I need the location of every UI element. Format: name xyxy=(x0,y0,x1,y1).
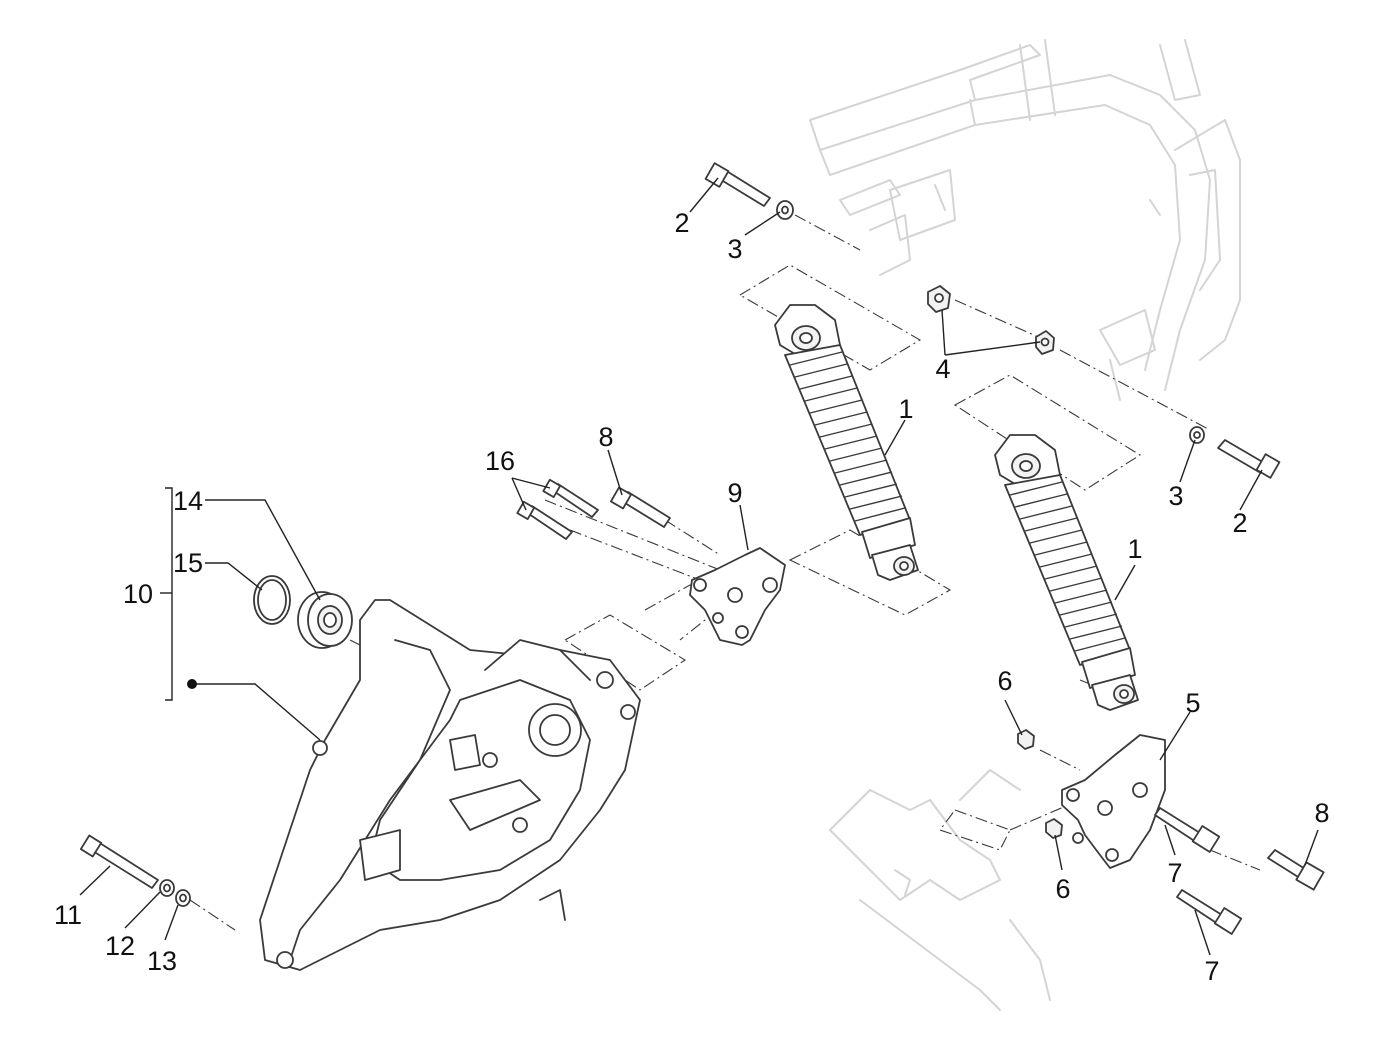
shock-absorber-right xyxy=(994,434,1139,711)
bolt-2-upper xyxy=(704,162,771,207)
callout-9: 9 xyxy=(727,478,742,508)
bolt-7-upper xyxy=(1154,807,1221,853)
bolt-16-lower xyxy=(516,500,573,540)
leader-lines xyxy=(79,177,1319,956)
callout-2-lower: 2 xyxy=(1232,508,1247,538)
nut-4-left xyxy=(927,285,951,313)
ghost-lower-frame xyxy=(829,769,1051,1011)
callout-3-lower: 3 xyxy=(1168,481,1183,511)
callout-8-left: 8 xyxy=(598,422,613,452)
washer-13 xyxy=(175,889,191,907)
callout-6-upper: 6 xyxy=(997,666,1012,696)
callouts: 1 1 2 2 3 3 4 5 6 6 7 7 8 8 9 10 11 12 1… xyxy=(54,208,1330,986)
nut-4-right xyxy=(1035,330,1055,355)
callout-8-right: 8 xyxy=(1314,798,1329,828)
bolt-8-right xyxy=(1267,849,1325,891)
washer-3-lower xyxy=(1189,426,1205,444)
washer-12 xyxy=(159,879,175,897)
callout-2-upper: 2 xyxy=(674,208,689,238)
callout-13: 13 xyxy=(147,946,177,976)
bolt-2-lower xyxy=(1217,439,1281,479)
callout-1-left: 1 xyxy=(898,394,913,424)
callout-10: 10 xyxy=(123,579,153,609)
bolt-11 xyxy=(79,834,159,889)
callout-11: 11 xyxy=(54,900,82,930)
callout-3-upper: 3 xyxy=(727,234,742,264)
callout-7-upper: 7 xyxy=(1167,858,1182,888)
bearing xyxy=(297,591,353,649)
callout-5: 5 xyxy=(1185,688,1200,718)
callout-4: 4 xyxy=(935,354,950,384)
callout-1-right: 1 xyxy=(1127,534,1142,564)
circlip xyxy=(253,575,291,625)
shock-absorber-left xyxy=(774,304,919,581)
callout-15: 15 xyxy=(173,548,203,578)
assembly-dot xyxy=(187,679,197,689)
callout-12: 12 xyxy=(105,931,135,961)
callout-7-lower: 7 xyxy=(1204,956,1219,986)
callout-14: 14 xyxy=(173,486,203,516)
swing-arm xyxy=(259,599,641,971)
shock-bracket-right xyxy=(1061,734,1166,869)
bolt-7-lower xyxy=(1176,889,1243,935)
bolt-16-upper xyxy=(542,478,599,518)
callout-16: 16 xyxy=(485,446,515,476)
nut-6-lower xyxy=(1045,818,1063,839)
ghost-frame xyxy=(809,39,1241,401)
shock-bracket-left xyxy=(689,547,786,646)
washer-3-upper xyxy=(776,200,794,220)
callout-6-lower: 6 xyxy=(1055,874,1070,904)
bolt-8-left xyxy=(610,486,671,528)
